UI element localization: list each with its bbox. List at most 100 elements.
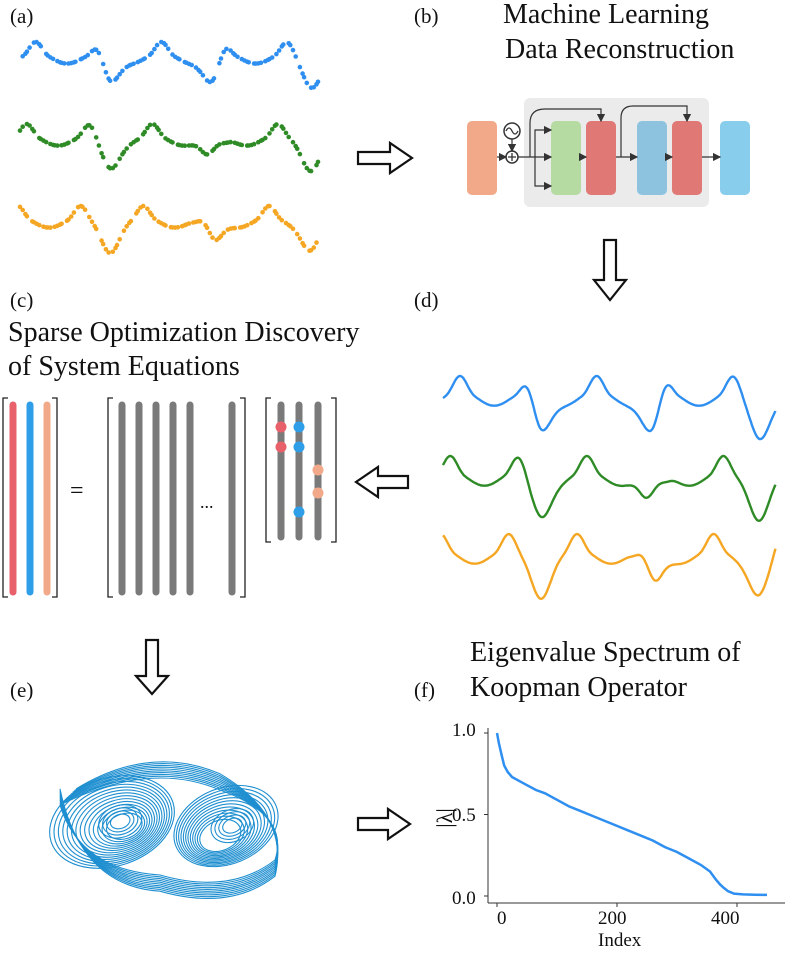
- sample-point: [110, 249, 116, 255]
- sample-point: [27, 45, 32, 50]
- sample-point: [267, 131, 272, 136]
- sample-point: [145, 125, 150, 131]
- sample-point: [293, 54, 299, 59]
- sample-point: [210, 235, 215, 240]
- panel-label-a: (a): [10, 4, 34, 28]
- sample-point: [197, 219, 203, 224]
- sample-point: [106, 250, 111, 255]
- attractor-core-orbit: [218, 814, 247, 837]
- x-tick-label-3: 400: [711, 908, 740, 929]
- sample-point: [177, 57, 182, 62]
- sample-point: [217, 142, 222, 147]
- sample-point: [255, 215, 261, 221]
- sample-point: [207, 230, 213, 236]
- sample-point: [286, 134, 292, 140]
- sample-point: [156, 127, 161, 133]
- sample-point: [120, 68, 125, 74]
- sample-point: [140, 203, 146, 209]
- sample-point: [103, 247, 109, 252]
- sample-point: [78, 131, 84, 136]
- panel-f-title-line1: Eigenvalue Spectrum of: [470, 637, 741, 668]
- sample-point: [163, 223, 168, 228]
- sample-point: [301, 243, 307, 248]
- sample-point: [283, 130, 289, 136]
- sample-point: [274, 122, 279, 127]
- sample-point: [232, 225, 238, 231]
- sample-point: [66, 217, 71, 222]
- sample-point: [121, 228, 127, 233]
- attractor-orbit: [180, 794, 269, 864]
- sample-point: [17, 204, 23, 210]
- sample-point: [235, 54, 240, 60]
- eigenvalue-series-line: [495, 732, 768, 897]
- sample-point: [114, 242, 120, 248]
- panel-a-scatter-series: [17, 39, 321, 255]
- green-layer: [551, 121, 581, 195]
- nonzero-coefficients: [275, 421, 324, 518]
- sample-point: [263, 135, 268, 141]
- sample-point: [274, 211, 279, 216]
- sample-point: [20, 207, 26, 213]
- sample-point: [62, 61, 67, 66]
- sample-point: [93, 135, 99, 140]
- sample-point: [281, 42, 286, 47]
- sample-point: [315, 159, 321, 165]
- sample-point: [267, 203, 272, 209]
- x-tick-label-2: 200: [598, 908, 627, 929]
- sample-point: [99, 238, 104, 243]
- sample-point: [124, 224, 129, 229]
- sample-point: [315, 79, 321, 85]
- arrow-c-to-e: [133, 638, 171, 696]
- sample-point: [117, 237, 122, 242]
- sample-point: [87, 214, 92, 220]
- arrow-d-to-c: [354, 464, 410, 500]
- sample-point: [20, 124, 26, 129]
- sample-point: [82, 207, 88, 212]
- sample-point: [117, 156, 122, 162]
- sample-point: [197, 69, 203, 75]
- sample-point: [224, 46, 229, 52]
- sample-point: [152, 122, 157, 127]
- sample-point: [239, 142, 245, 148]
- sample-point: [182, 143, 188, 148]
- panel-label-c: (c): [10, 288, 34, 312]
- sample-point: [152, 46, 157, 52]
- arrow-b-to-d: [591, 238, 629, 302]
- sample-point: [135, 208, 141, 214]
- attractor-outer-orbit: [59, 761, 279, 899]
- x-tick-label-1: 0: [497, 908, 507, 929]
- sample-point: [89, 125, 95, 131]
- sample-point: [186, 221, 192, 226]
- sample-point: [288, 42, 293, 48]
- sample-point: [59, 221, 64, 227]
- sample-point: [103, 70, 109, 75]
- sample-point: [124, 146, 129, 151]
- x-axis-label: Index: [598, 930, 642, 951]
- sample-point: [31, 129, 37, 134]
- sample-point: [246, 60, 251, 65]
- input-layer: [467, 121, 497, 195]
- sample-point: [165, 46, 171, 52]
- sample-point: [24, 49, 30, 54]
- sample-point: [304, 80, 310, 86]
- sample-point: [297, 151, 303, 157]
- panel-label-f: (f): [414, 678, 435, 702]
- sample-point: [149, 50, 154, 56]
- sample-point: [294, 146, 300, 151]
- sample-point: [99, 151, 104, 156]
- sample-point: [93, 47, 99, 53]
- sample-point: [297, 236, 303, 241]
- attractor-orbit: [173, 784, 279, 868]
- sample-point: [121, 149, 127, 155]
- sample-point: [290, 139, 296, 145]
- sample-point: [314, 240, 319, 245]
- attractor-orbit: [84, 798, 156, 852]
- attractor-core-orbit: [222, 817, 243, 834]
- panel-d-reconstructed-series: [441, 374, 777, 601]
- sample-point: [96, 143, 102, 148]
- sample-point: [274, 51, 279, 57]
- sample-point: [294, 231, 300, 237]
- sample-point: [93, 226, 99, 232]
- attractor-core-orbit: [102, 807, 139, 836]
- sample-point: [107, 78, 113, 83]
